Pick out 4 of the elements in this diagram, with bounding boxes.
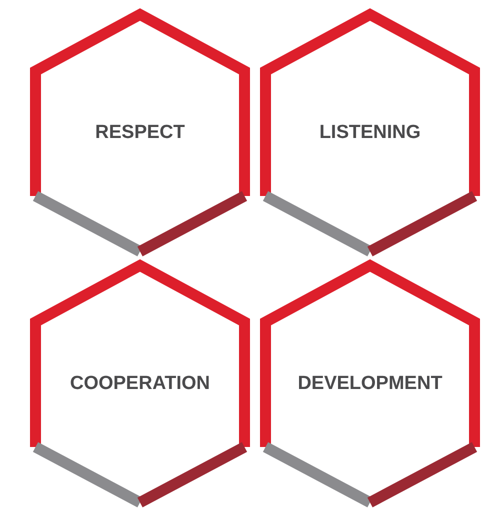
value-label: DEVELOPMENT	[298, 372, 442, 396]
value-label: LISTENING	[319, 121, 421, 145]
value-label: RESPECT	[95, 121, 185, 145]
value-label: COOPERATION	[70, 372, 210, 396]
